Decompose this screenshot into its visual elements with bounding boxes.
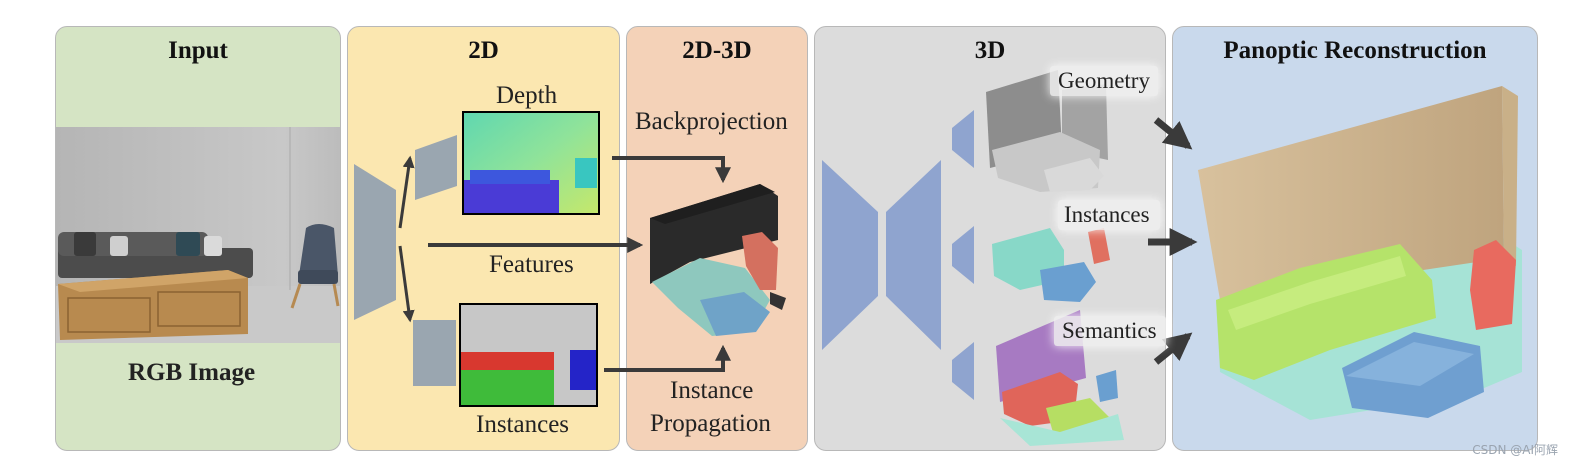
- geometry-tag-box: [1050, 66, 1158, 96]
- geometry-mesh: [986, 70, 1108, 192]
- 2d-arrows: [398, 155, 644, 323]
- watermark: CSDN @AI阿辉: [1472, 443, 1558, 457]
- 3d-encoder-decoder: [822, 110, 974, 400]
- 2d-3d-arrows: [604, 156, 731, 372]
- features-label: Features: [489, 251, 574, 278]
- instance-propagation-label-line2: Propagation: [650, 410, 771, 437]
- rgb-image: [56, 127, 340, 343]
- instance-propagation-label-line1: Instance: [670, 377, 754, 404]
- depth-map: [462, 111, 600, 215]
- input-panel-title: Input: [168, 37, 228, 64]
- 2d-panel-title: 2D: [468, 37, 499, 64]
- reconstruction-panel-title: Panoptic Reconstruction: [1223, 37, 1487, 64]
- geometry-label: Geometry: [1058, 68, 1150, 93]
- instance-segmentation-image: [459, 303, 598, 407]
- instances-2d-label: Instances: [476, 411, 570, 438]
- 3d-output-arrows: [1148, 117, 1198, 365]
- rgb-image-caption: RGB Image: [128, 359, 256, 386]
- backprojection-label: Backprojection: [635, 108, 788, 135]
- panoptic-reconstruction-mesh: [1198, 86, 1522, 420]
- semantics-tag-box: [1054, 316, 1166, 346]
- semantics-label: Semantics: [1062, 318, 1157, 343]
- instances-3d-tag-box: [1058, 200, 1160, 230]
- 2d-encoder: [354, 135, 457, 386]
- backprojected-volume: [650, 184, 786, 336]
- depth-label: Depth: [496, 82, 558, 109]
- 2d-3d-panel-title: 2D-3D: [682, 37, 752, 64]
- 3d-panel-title: 3D: [974, 37, 1006, 64]
- instances-mesh: [992, 228, 1110, 302]
- instances-3d-label: Instances: [1064, 202, 1150, 227]
